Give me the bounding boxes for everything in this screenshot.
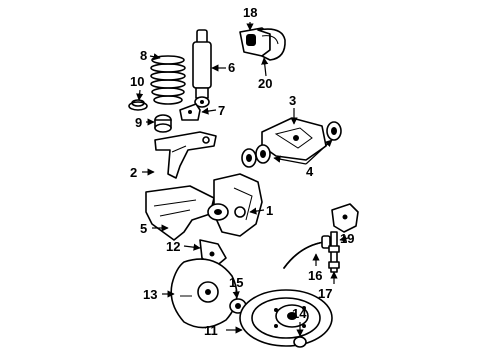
control-arm-part [154, 131, 217, 179]
stabilizer-bushing-part [239, 27, 286, 61]
coil-spring-part [150, 55, 186, 105]
stabilizer-link-part [328, 231, 340, 273]
lower-control-arm-part [145, 185, 215, 241]
callout-5: 5 [140, 221, 147, 236]
callout-1: 1 [266, 203, 273, 218]
shock-mount-bracket-part [179, 103, 201, 121]
callout-18: 18 [243, 5, 257, 20]
callout-11: 11 [204, 323, 218, 338]
bushing-set-part [241, 121, 342, 168]
callout-13: 13 [143, 287, 157, 302]
bumper-part [154, 114, 172, 133]
callout-20: 20 [258, 76, 272, 91]
shock-absorber-part [192, 29, 212, 108]
brake-rotor-part [239, 289, 333, 347]
callout-9: 9 [135, 115, 142, 130]
stabilizer-link-bracket-part [331, 203, 359, 233]
callout-12: 12 [166, 239, 180, 254]
splash-shield-part [170, 258, 238, 329]
spring-insulator-part [128, 99, 148, 111]
spindle-knuckle-part [207, 173, 263, 237]
callout-2: 2 [130, 165, 137, 180]
dust-cap-part [293, 336, 307, 348]
stabilizer-bar-part [283, 235, 331, 269]
callout-7: 7 [218, 103, 225, 118]
callout-15: 15 [229, 275, 243, 290]
callout-17: 17 [318, 286, 332, 301]
callout-19: 19 [340, 231, 354, 246]
callout-16: 16 [308, 268, 322, 283]
callout-14: 14 [292, 306, 307, 321]
callout-10: 10 [130, 74, 144, 89]
leader-lines [136, 22, 349, 337]
callout-8: 8 [140, 48, 147, 63]
callout-3: 3 [289, 93, 296, 108]
callout-4: 4 [306, 164, 314, 179]
callout-6: 6 [228, 60, 235, 75]
